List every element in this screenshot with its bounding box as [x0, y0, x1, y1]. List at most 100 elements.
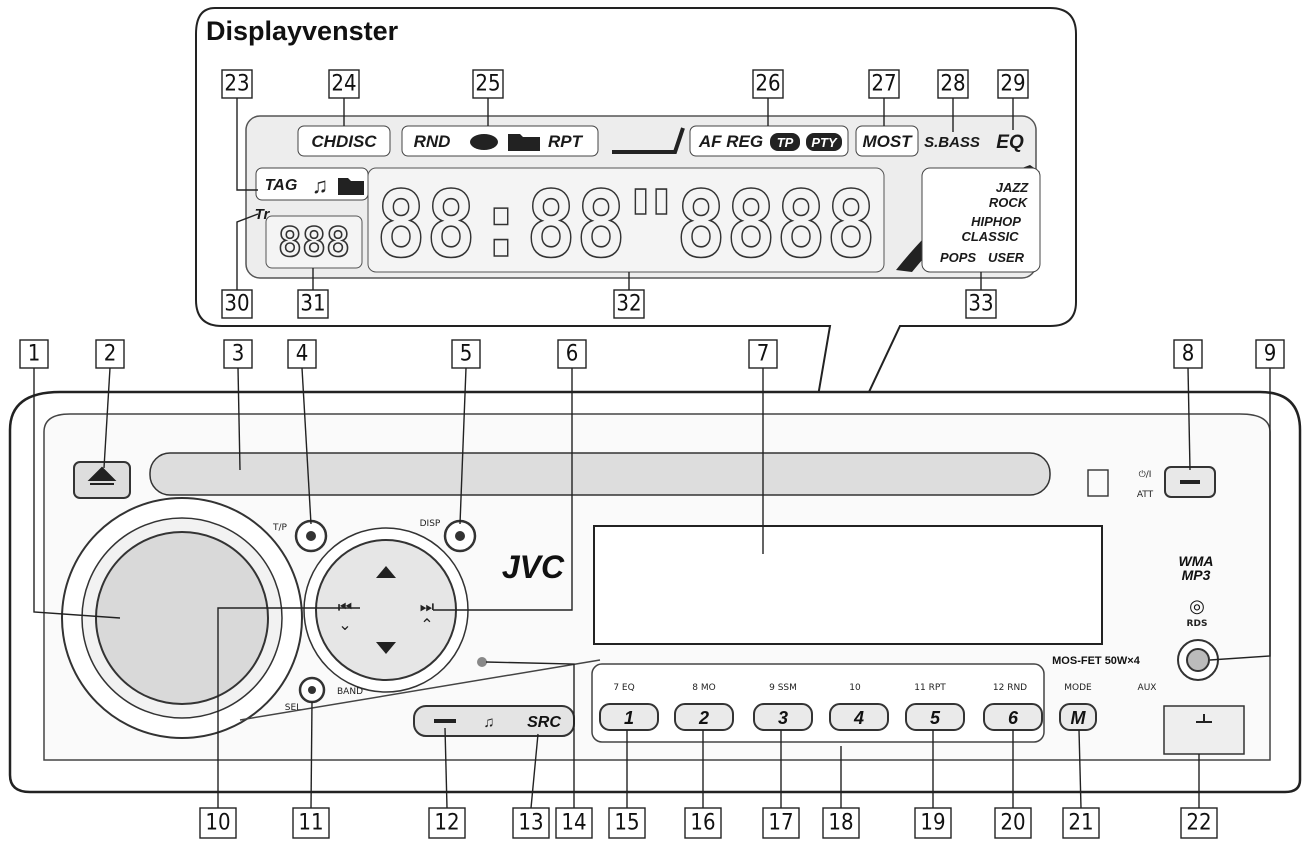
- callout-12: 12: [434, 811, 459, 836]
- most-indicator: MOST: [862, 132, 913, 151]
- callout-3: 3: [232, 342, 245, 367]
- callout-22: 22: [1186, 811, 1211, 836]
- preset-button-4-label: 4: [853, 708, 864, 728]
- sel-button-label: SEL: [285, 703, 301, 713]
- preset-button-6-label: 6: [1008, 708, 1019, 728]
- callout-6: 6: [566, 342, 579, 367]
- callout-20: 20: [1000, 811, 1025, 836]
- up-button[interactable]: [376, 566, 396, 578]
- faceplate-sweep: [239, 659, 601, 721]
- detach-button[interactable]: [434, 719, 456, 723]
- head-unit: ⏻/I ATT T/P DISP JVC ⏮ ⏭ ⌄ ⌃ SEL BAND: [8, 390, 1302, 794]
- display-window-title: Displayvenster: [206, 16, 399, 46]
- preset-label-4: 10: [849, 683, 861, 693]
- callout-1: 1: [28, 342, 41, 367]
- preset-button-panel: [591, 663, 1045, 743]
- preset-button-1[interactable]: [599, 703, 659, 731]
- mode-button[interactable]: [1059, 703, 1097, 731]
- display-callout-numbers: 23 24 25 26 27 28 29 30 31 32 33: [221, 69, 1029, 319]
- preset-button-5-label: 5: [930, 708, 941, 728]
- callout-19: 19: [920, 811, 945, 836]
- callout-18: 18: [828, 811, 853, 836]
- track-number-digits: 888: [278, 220, 350, 266]
- mode-button-label: M: [1071, 708, 1087, 728]
- aux-label: AUX: [1138, 683, 1157, 693]
- mp3-badge: MP3: [1182, 567, 1211, 583]
- callout-28: 28: [940, 72, 965, 97]
- disc-icon: [470, 134, 498, 150]
- callout-16: 16: [690, 811, 715, 836]
- unit-bottom-callout-numbers: 10 11 12 13 14 15 16 17 18 19 20 21 22: [199, 807, 1218, 839]
- att-label: ATT: [1137, 490, 1154, 500]
- power-label: ⏻/I: [1139, 469, 1152, 480]
- callout-27: 27: [871, 72, 896, 97]
- compact-disc-logo: [1087, 469, 1109, 497]
- folder-up-icon: ⌃: [420, 617, 433, 634]
- callout-13: 13: [518, 811, 543, 836]
- control-panel-release-button[interactable]: [1163, 705, 1245, 755]
- bell-icon: ♫: [483, 714, 494, 731]
- band-label: BAND: [337, 687, 363, 697]
- pty-indicator: PTY: [811, 135, 838, 150]
- rds-symbol-icon: ◎: [1189, 596, 1205, 616]
- src-button[interactable]: SRC: [527, 714, 561, 731]
- callout-15: 15: [614, 811, 639, 836]
- callout-24: 24: [331, 72, 356, 97]
- preset-button-1-label: 1: [624, 708, 634, 728]
- down-button[interactable]: [376, 642, 396, 654]
- callout-31: 31: [300, 292, 325, 317]
- eq-mode-pops: POPS: [940, 250, 976, 265]
- callout-32: 32: [616, 292, 641, 317]
- eq-indicator: EQ: [996, 132, 1024, 153]
- control-dial[interactable]: [95, 531, 269, 705]
- main-segment-display-box: [367, 167, 885, 273]
- aux-input-jack[interactable]: [1186, 648, 1210, 672]
- tp-button-dot: [306, 531, 316, 541]
- most-indicator-box: [855, 125, 919, 157]
- display-leader-lines: [236, 98, 1014, 290]
- preset-label-5: 11 RPT: [914, 683, 946, 693]
- sel-button-dot: [308, 686, 316, 694]
- callout-10: 10: [205, 811, 230, 836]
- wma-badge: WMA: [1179, 553, 1214, 569]
- callout-9: 9: [1264, 342, 1277, 367]
- display-window-callout: Displayvenster CHDISC RND RPT AF REG TP …: [195, 7, 1077, 561]
- preset-button-4[interactable]: [829, 703, 889, 731]
- preset-button-3[interactable]: [753, 703, 813, 731]
- eq-mode-user: USER: [988, 250, 1025, 265]
- eq-mode-classic: CLASSIC: [961, 229, 1019, 244]
- music-note-icon: ♫: [312, 173, 329, 198]
- mosfet-badge: MOS-FET 50W×4: [1052, 655, 1141, 667]
- tag-indicator: TAG: [265, 177, 298, 194]
- rds-badge: RDS: [1187, 619, 1208, 629]
- remote-sensor: [477, 657, 487, 667]
- callout-21: 21: [1068, 811, 1093, 836]
- callout-25: 25: [475, 72, 500, 97]
- callout-33: 33: [968, 292, 993, 317]
- power-att-button-bar: [1180, 480, 1200, 484]
- unit-top-callout-numbers: 1 2 3 4 5 6 7 8 9: [19, 339, 1285, 369]
- eject-icon: [87, 466, 117, 485]
- callout-29: 29: [1000, 72, 1025, 97]
- preset-button-5[interactable]: [905, 703, 965, 731]
- preset-button-2-label: 2: [698, 708, 709, 728]
- disp-button-dot: [455, 531, 465, 541]
- folder-icon: [508, 134, 540, 151]
- next-track-button[interactable]: ⏭: [420, 599, 434, 616]
- level-bar-indicator: [612, 127, 685, 154]
- disc-loading-slot: [149, 452, 1051, 496]
- jvc-logo: JVC: [502, 549, 565, 585]
- preset-button-3-label: 3: [778, 708, 788, 728]
- pty-indicator-box: [806, 133, 842, 151]
- preset-button-2[interactable]: [674, 703, 734, 731]
- tp-indicator: TP: [777, 135, 794, 150]
- preset-label-2: 8 MO: [692, 683, 715, 693]
- callout-17: 17: [768, 811, 793, 836]
- callout-2: 2: [104, 342, 117, 367]
- callout-30: 30: [224, 292, 249, 317]
- unit-bottom-leader-lines: [217, 607, 1200, 809]
- callout-14: 14: [561, 811, 586, 836]
- callout-7: 7: [757, 342, 770, 367]
